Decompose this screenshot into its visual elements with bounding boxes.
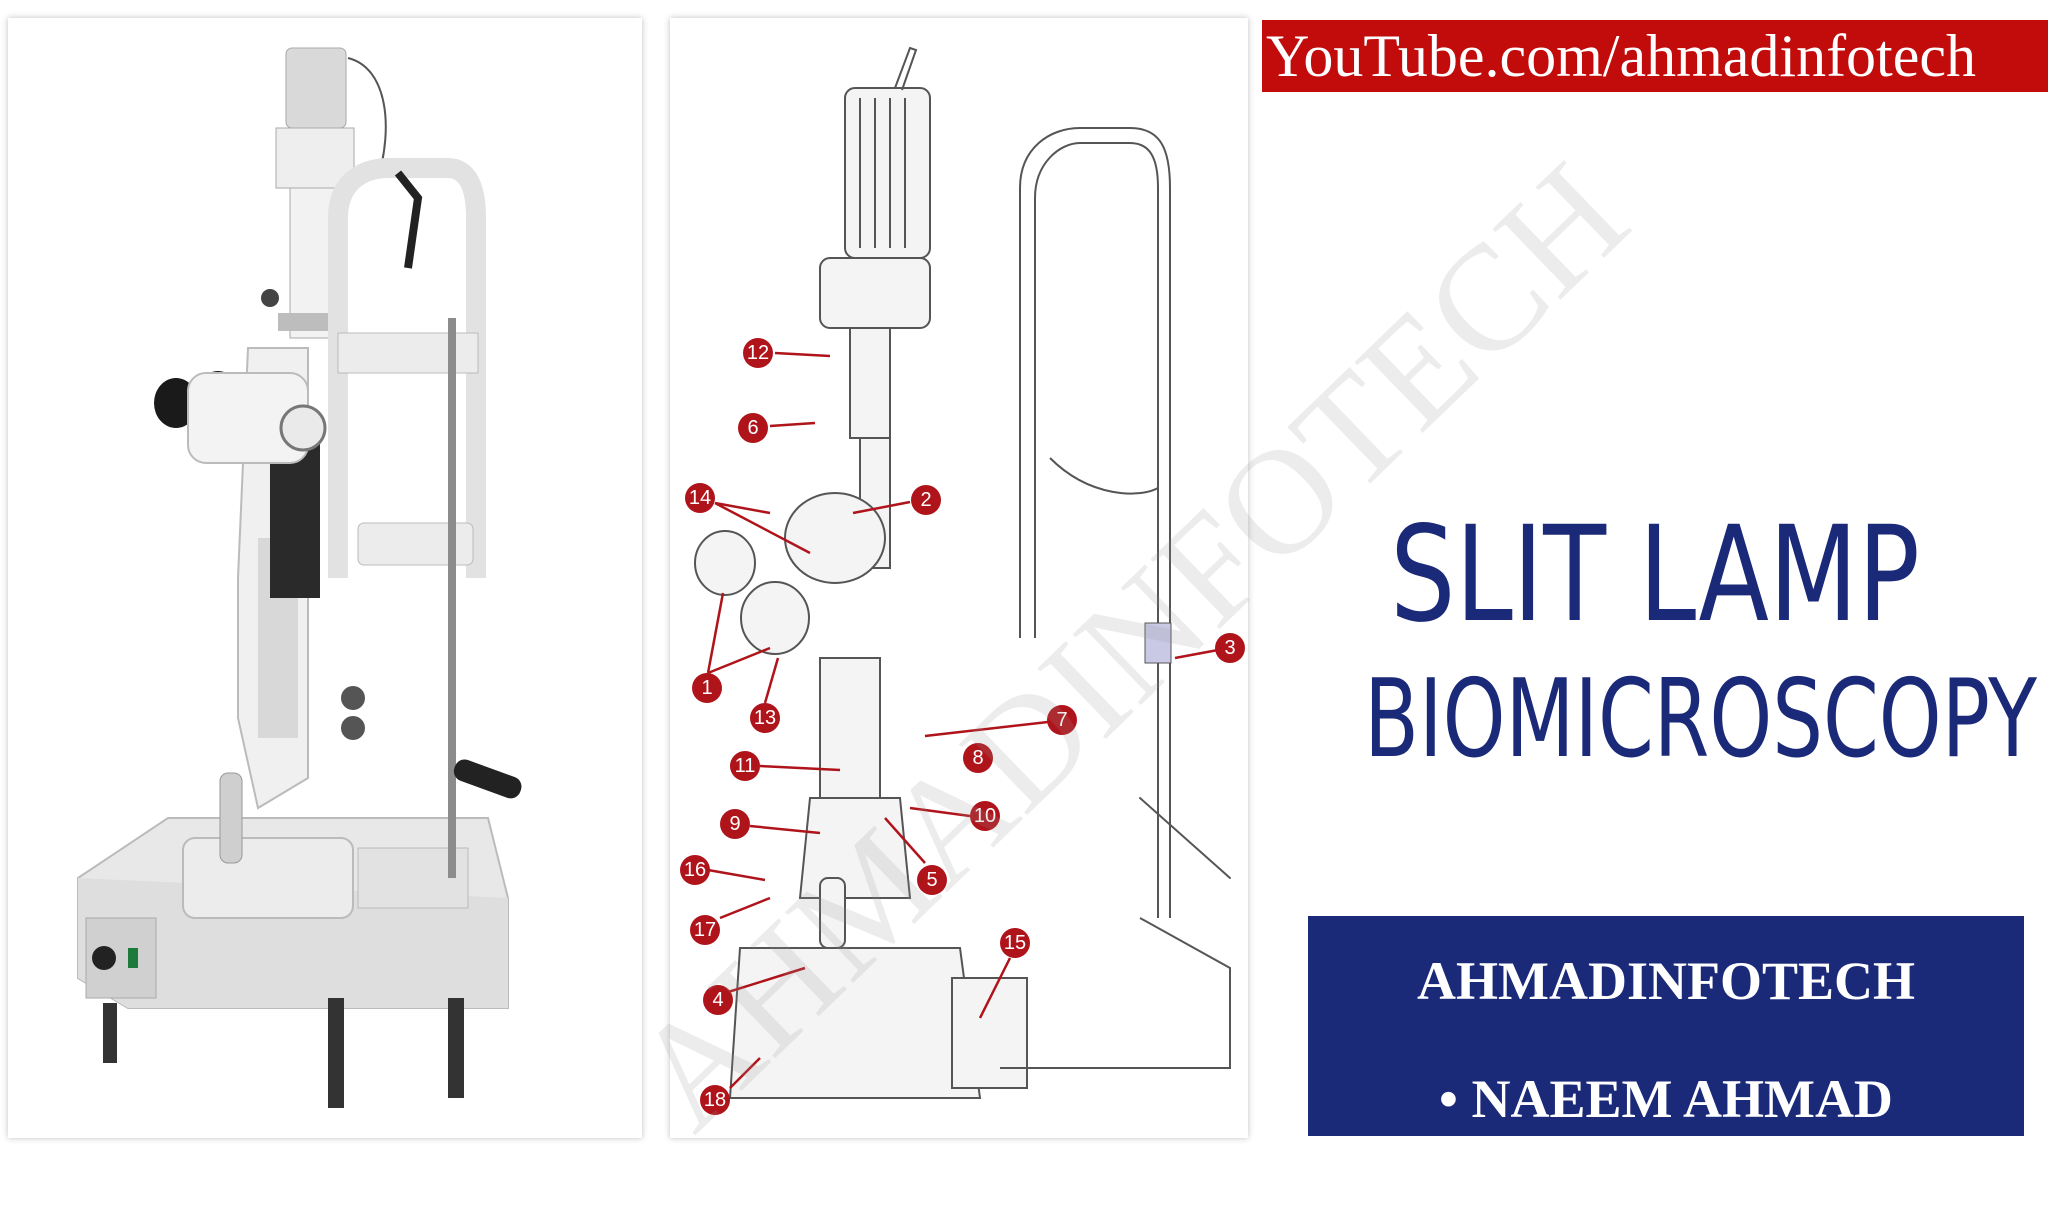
svg-text:1: 1 — [701, 677, 712, 699]
callout-13: 13 — [750, 657, 780, 733]
callout-6: 6 — [738, 413, 816, 443]
svg-text:7: 7 — [1056, 709, 1067, 731]
callout-1: 1 — [692, 592, 771, 703]
svg-text:12: 12 — [747, 342, 769, 364]
svg-text:8: 8 — [972, 747, 983, 769]
youtube-banner: YouTube.com/ahmadinfotech — [1262, 20, 2048, 92]
callout-18: 18 — [700, 1057, 761, 1115]
callout-16: 16 — [680, 855, 766, 885]
credit-author-row: • NAEEM AHMAD — [1308, 1064, 2024, 1134]
svg-text:5: 5 — [926, 869, 937, 891]
svg-text:2: 2 — [920, 489, 931, 511]
callout-2: 2 — [852, 485, 941, 515]
slit-lamp-photo — [8, 18, 642, 1138]
callout-8: 8 — [963, 743, 993, 773]
callout-14: 14 — [685, 483, 811, 555]
credit-box: AHMADINFOTECH • NAEEM AHMAD — [1308, 916, 2024, 1136]
callout-15: 15 — [978, 928, 1030, 1019]
svg-text:15: 15 — [1004, 932, 1026, 954]
svg-text:10: 10 — [974, 805, 996, 827]
svg-text:3: 3 — [1224, 637, 1235, 659]
callout-7: 7 — [924, 705, 1077, 738]
svg-text:4: 4 — [712, 989, 723, 1011]
callout-11: 11 — [730, 751, 841, 781]
svg-text:9: 9 — [729, 813, 740, 835]
svg-text:11: 11 — [735, 755, 756, 777]
credit-author: NAEEM AHMAD — [1471, 1069, 1893, 1129]
title-line-2: BIOMICROSCOPY — [1364, 657, 2037, 782]
svg-text:6: 6 — [747, 417, 758, 439]
callout-12: 12 — [743, 338, 831, 368]
callout-3: 3 — [1174, 633, 1245, 663]
svg-text:13: 13 — [754, 707, 776, 729]
svg-text:17: 17 — [694, 919, 716, 941]
callout-5: 5 — [884, 817, 947, 895]
callout-17: 17 — [690, 896, 771, 945]
svg-text:18: 18 — [704, 1089, 726, 1111]
svg-text:16: 16 — [684, 859, 706, 881]
credit-channel: AHMADINFOTECH — [1417, 951, 1915, 1011]
title-line-1: SLIT LAMP — [1390, 498, 1920, 652]
callout-4: 4 — [703, 966, 806, 1015]
callout-10: 10 — [909, 801, 1000, 831]
callout-9: 9 — [720, 809, 821, 839]
diagram-illustration: 12 6 14 2 1 13 3 7 — [680, 46, 1245, 1115]
bullet-icon: • — [1439, 1069, 1458, 1129]
slit-lamp-illustration — [77, 47, 522, 1108]
slit-lamp-parts-diagram: 12 6 14 2 1 13 3 7 — [670, 18, 1248, 1138]
svg-text:14: 14 — [689, 487, 711, 509]
